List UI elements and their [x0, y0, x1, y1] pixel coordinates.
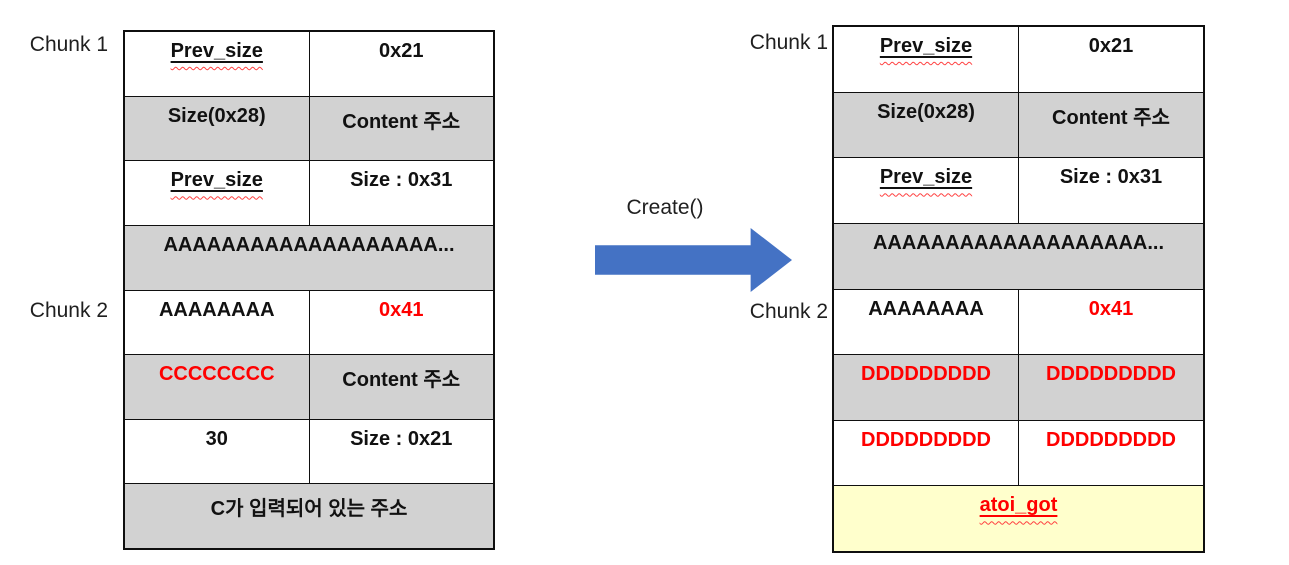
table-cell: AAAAAAAA — [868, 297, 984, 320]
spellcheck-squiggle: Prev_size — [171, 40, 263, 63]
table-row: AAAAAAAAAAAAAAAAAAA... — [834, 223, 1203, 290]
atoi-got-cell: atoi_got — [834, 486, 1203, 551]
cell-text: Prev_size — [170, 40, 263, 62]
table-row: AAAAAAAA 0x41 — [834, 289, 1203, 356]
table-cell: Size : 0x31 — [308, 161, 494, 225]
table-row: Prev_size Size : 0x31 — [125, 161, 493, 226]
overwritten-size-cell: 0x41 — [308, 290, 494, 355]
table-row: AAAAAAAAAAAAAAAAAAA... — [125, 225, 493, 291]
table-row: Size(0x28) Content 주소 — [834, 92, 1203, 159]
right-heap-table: Prev_size 0x21 Size(0x28) Content 주소 Pre… — [832, 25, 1205, 553]
d-fill-cell: DDDDDDDDD — [1018, 355, 1203, 420]
spellcheck-squiggle: Prev_size — [880, 166, 972, 189]
cell-text: Prev_size — [170, 169, 263, 192]
prev-size-cell: Prev_size — [834, 27, 1018, 92]
table-cell: Size : 0x21 — [308, 419, 494, 484]
content-addr-cell: Content 주소 — [308, 96, 494, 161]
cell-text: atoi_got — [979, 494, 1058, 517]
table-cell: Size : 0x31 — [1018, 158, 1203, 223]
overflow-a-span-cell: AAAAAAAAAAAAAAAAAAA... — [163, 233, 455, 256]
table-row: Prev_size Size : 0x31 — [834, 158, 1203, 224]
prev-size-cell: Prev_size — [125, 161, 309, 225]
table-row: Size(0x28) Content 주소 — [125, 96, 494, 162]
table-cell: 30 — [205, 427, 228, 450]
overwritten-size-cell: 0x41 — [1018, 289, 1203, 355]
left-chunk1-label: Chunk 1 — [29, 33, 108, 56]
d-fill-cell: DDDDDDDDD — [861, 428, 991, 451]
d-fill-cell: DDDDDDDDD — [861, 363, 991, 386]
c-address-span-cell: C가 입력되어 있는 주소 — [210, 498, 408, 521]
spellcheck-squiggle: Prev_size — [880, 35, 972, 58]
overflow-a-span-cell: AAAAAAAAAAAAAAAAAAA... — [872, 231, 1165, 254]
table-row: atoi_got — [834, 486, 1203, 551]
spellcheck-squiggle: atoi_got — [980, 494, 1058, 517]
table-row: AAAAAAAA 0x41 — [125, 290, 494, 356]
left-heap-table: Prev_size 0x21 Size(0x28) Content 주소 Pre… — [123, 30, 495, 550]
table-row: 30 Size : 0x21 — [125, 419, 494, 485]
d-fill-cell: DDDDDDDDD — [1018, 420, 1203, 486]
prev-size-cell: Prev_size — [834, 158, 1018, 223]
cell-text: Prev_size — [879, 166, 973, 189]
table-cell: AAAAAAAA — [158, 298, 275, 321]
right-chunk1-label: Chunk 1 — [749, 31, 828, 54]
table-row: C가 입력되어 있는 주소 — [125, 484, 493, 548]
table-row: Prev_size 0x21 — [834, 27, 1203, 93]
table-cell: 0x21 — [1018, 27, 1203, 92]
content-addr-cell: Content 주소 — [308, 355, 494, 419]
content-addr-cell: Content 주소 — [1018, 92, 1203, 158]
table-row: Prev_size 0x21 — [125, 32, 493, 97]
create-arrow-icon — [595, 228, 792, 292]
spellcheck-squiggle: Prev_size — [171, 169, 263, 192]
prev-size-cell: Prev_size — [125, 32, 309, 96]
table-row: CCCCCCCC Content 주소 — [125, 355, 493, 420]
table-row: DDDDDDDDD DDDDDDDDD — [834, 420, 1203, 487]
size-cell: Size(0x28) — [877, 100, 975, 123]
create-call-label: Create() — [626, 196, 704, 219]
table-row: DDDDDDDDD DDDDDDDDD — [834, 355, 1203, 421]
cell-text: Prev_size — [879, 35, 973, 57]
table-cell: 0x21 — [308, 32, 494, 96]
left-chunk2-label: Chunk 2 — [29, 299, 108, 322]
size-cell: Size(0x28) — [167, 104, 266, 127]
c-fill-cell: CCCCCCCC — [158, 363, 275, 386]
right-chunk2-label: Chunk 2 — [749, 300, 828, 323]
